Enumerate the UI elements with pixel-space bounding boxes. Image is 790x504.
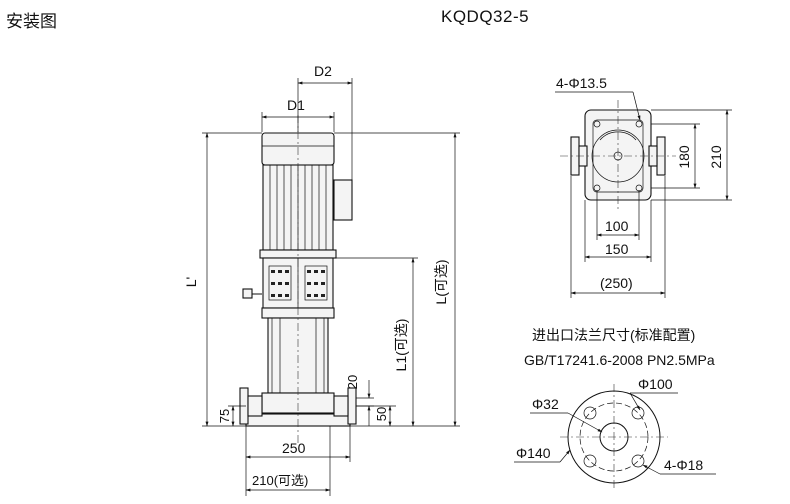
label-holes-18: 4-Φ18 bbox=[664, 457, 703, 473]
top-view-dimensions bbox=[555, 91, 732, 298]
label-phi-100: Φ100 bbox=[638, 376, 673, 392]
label-50: 50 bbox=[374, 407, 389, 421]
flange-dimensions bbox=[514, 392, 716, 475]
label-d1: D1 bbox=[287, 97, 305, 113]
side-view-labels: D2 D1 L' L(可选) L1(可选) 20 50 75 250 210(可… bbox=[183, 63, 449, 488]
label-100: 100 bbox=[605, 218, 629, 234]
flange-caption-line1: 进出口法兰尺寸(标准配置) bbox=[532, 327, 695, 343]
label-210-top: 210 bbox=[708, 145, 724, 169]
label-phi-140: Φ140 bbox=[516, 445, 551, 461]
label-250-base: 250 bbox=[282, 440, 306, 456]
flange-caption-line2: GB/T17241.6-2008 PN2.5MPa bbox=[524, 352, 715, 368]
label-180: 180 bbox=[676, 145, 692, 169]
flange-caption: 进出口法兰尺寸(标准配置) GB/T17241.6-2008 PN2.5MPa bbox=[524, 327, 715, 368]
page-title: 安装图 bbox=[6, 12, 57, 31]
label-210: 210(可选) bbox=[252, 473, 308, 488]
label-20: 20 bbox=[345, 375, 360, 389]
label-d2: D2 bbox=[314, 63, 332, 79]
label-75: 75 bbox=[217, 409, 232, 423]
side-view-pump bbox=[239, 115, 357, 445]
label-phi-32: Φ32 bbox=[532, 396, 559, 412]
model-number: KQDQ32-5 bbox=[441, 7, 530, 26]
label-l: L(可选) bbox=[433, 259, 449, 304]
label-250-top: (250) bbox=[600, 275, 633, 291]
top-view-labels: 4-Φ13.5 180 210 100 150 (250) bbox=[556, 75, 724, 291]
flange-labels: Φ100 Φ32 Φ140 4-Φ18 bbox=[516, 376, 703, 473]
label-l1: L1(可选) bbox=[393, 319, 409, 372]
flange-drawing bbox=[560, 384, 668, 490]
label-l-prime: L' bbox=[183, 277, 199, 287]
side-view-dimensions bbox=[202, 78, 460, 496]
label-150: 150 bbox=[605, 241, 629, 257]
top-view-base bbox=[560, 100, 676, 212]
label-holes-13-5: 4-Φ13.5 bbox=[556, 75, 607, 91]
